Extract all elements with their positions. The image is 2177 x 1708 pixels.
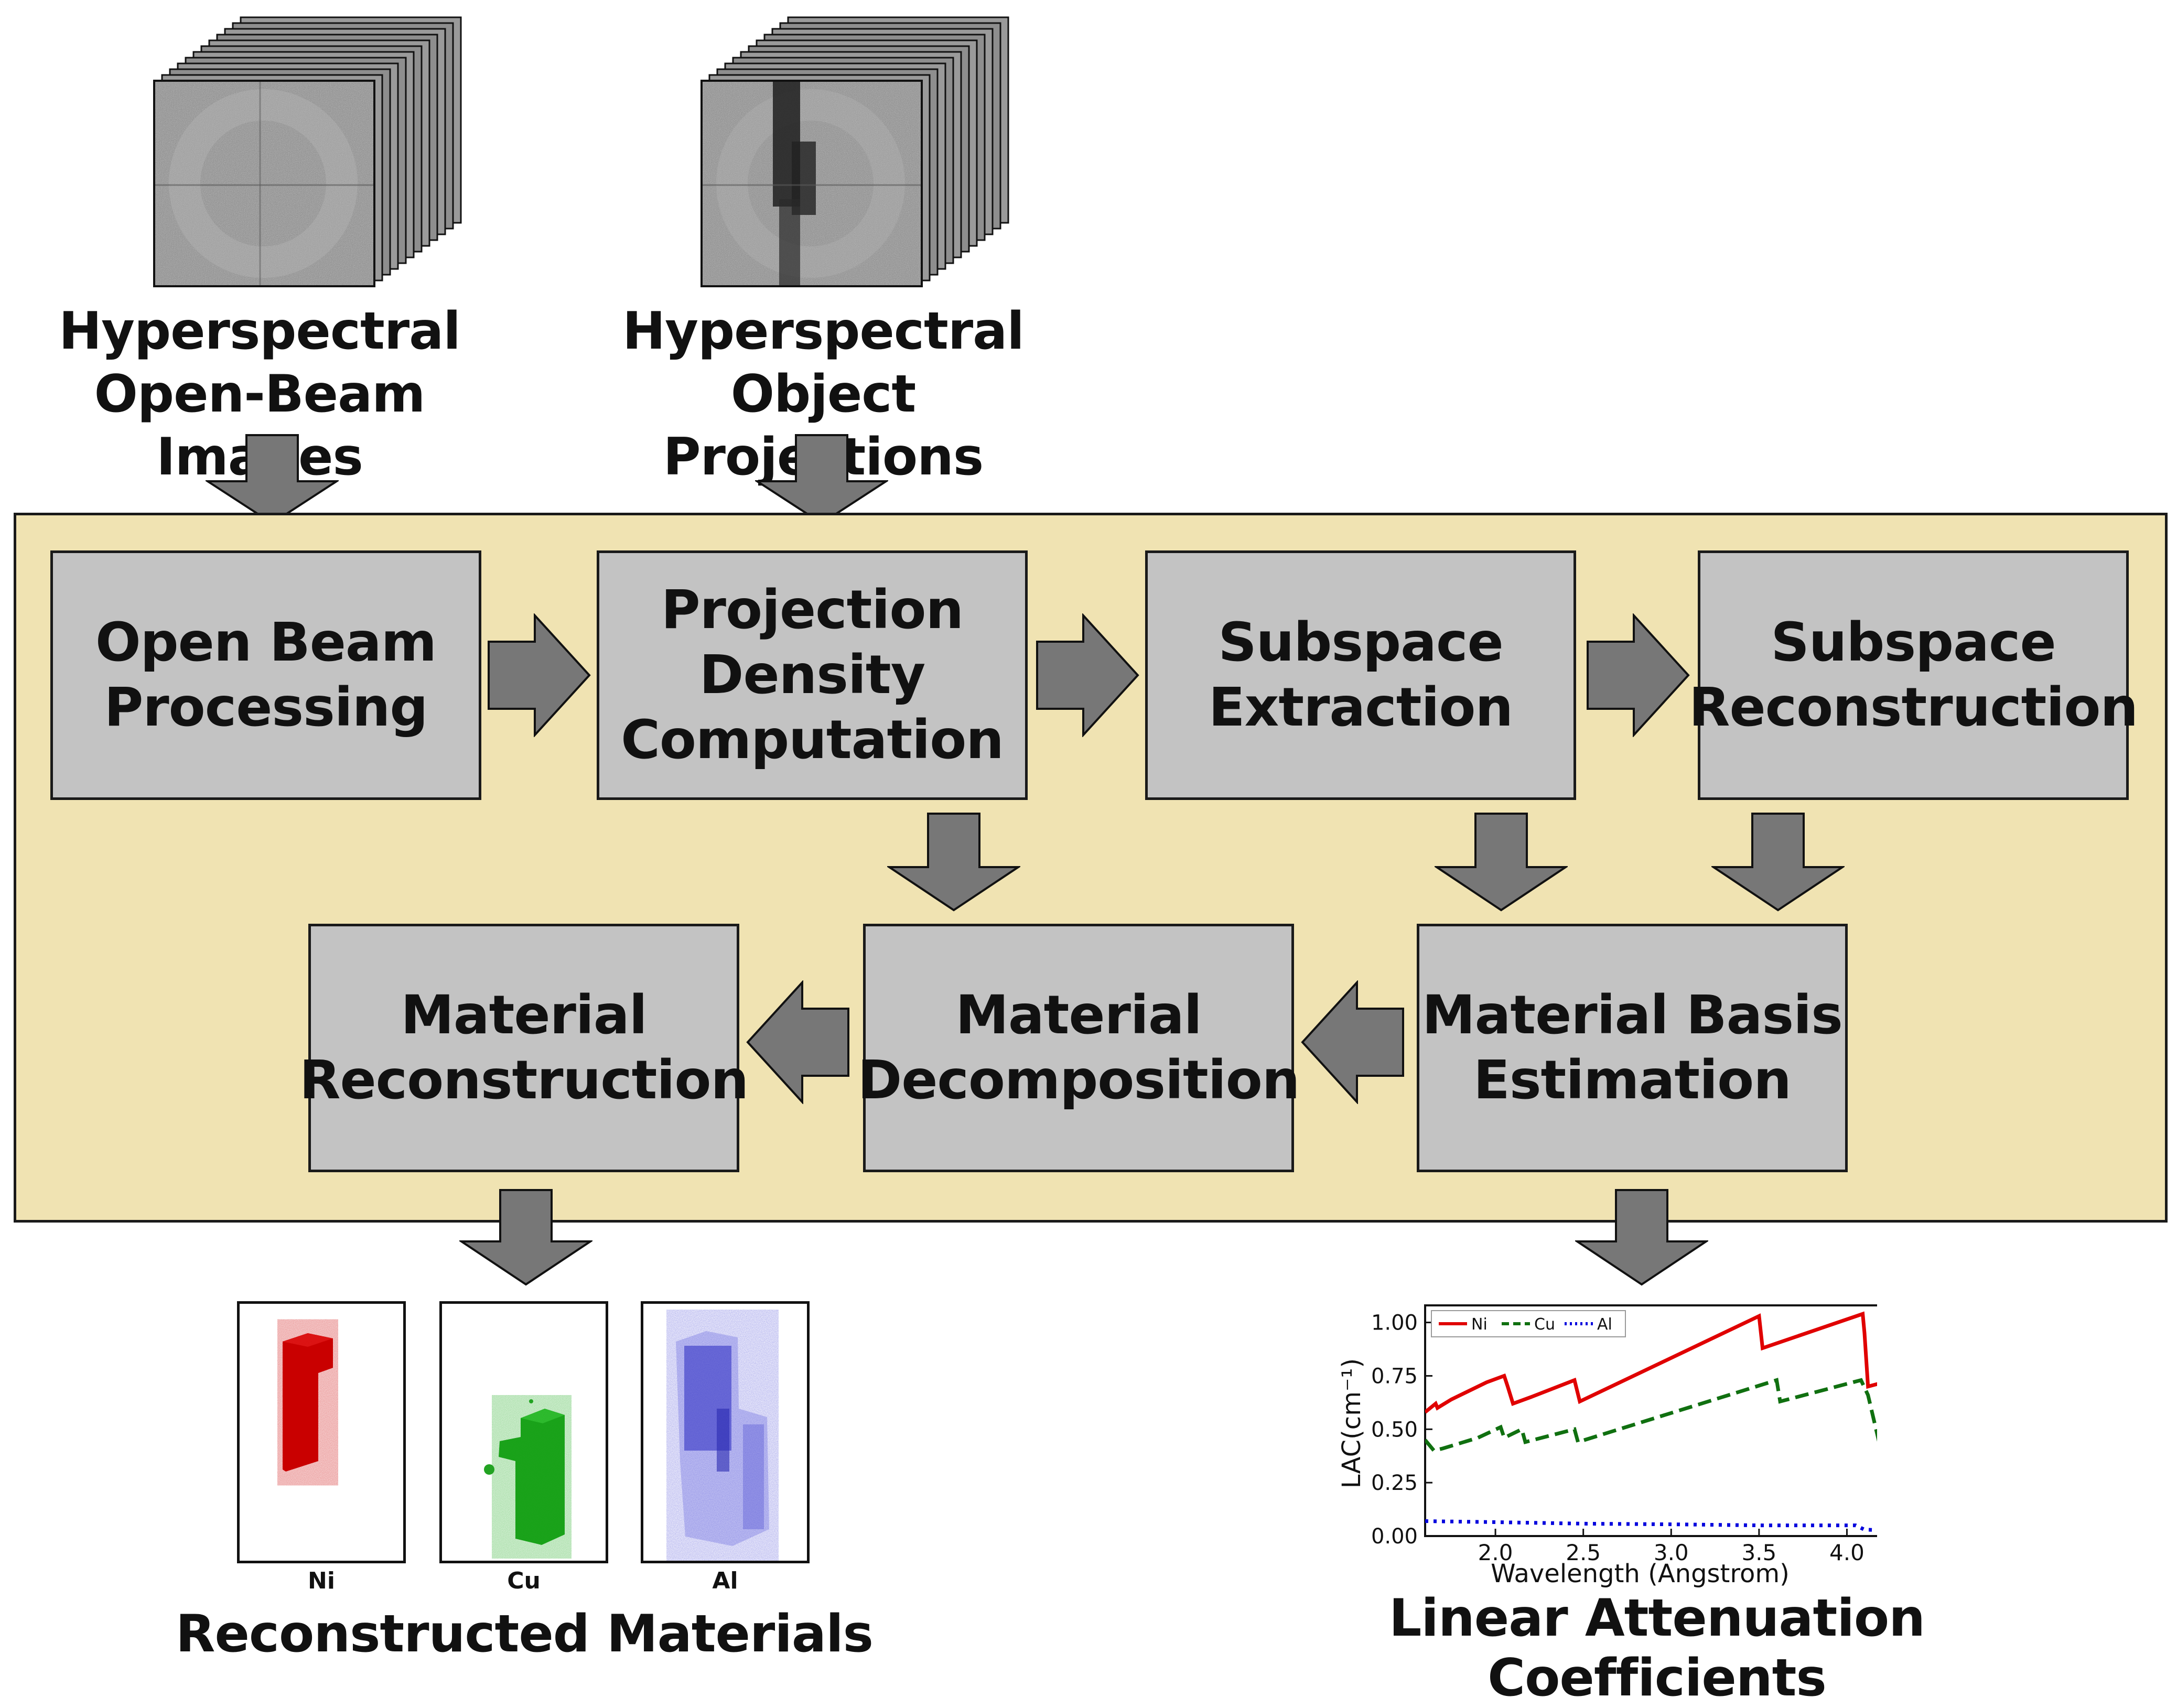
projection-density-box: Projection Density Computation [597,550,1028,800]
y-tick-label: 1.00 [1371,1311,1418,1335]
subspace-extraction-label: Subspace Extraction [1208,611,1513,739]
y-tick-label: 0.50 [1371,1418,1418,1442]
cu-volume-rendering [484,1399,565,1545]
reconstructed-materials-title: Reconstructed Materials [175,1604,874,1664]
series-line-al [1425,1519,1877,1532]
material-basis-estimation-box: Material Basis Estimation [1417,924,1848,1172]
subspace-reconstruction-label: Subspace Reconstruction [1688,611,2138,739]
open-beam-processing-box: Open Beam Processing [50,550,481,800]
arrow-down-to-materials-icon [459,1189,592,1286]
projection-density-label: Projection Density Computation [621,579,1004,771]
arrow-down-reconstruction-to-basis-icon [1711,813,1845,912]
material-label-ni: Ni [308,1568,335,1594]
x-tick-label: 3.0 [1654,1540,1689,1565]
legend-label-cu: Cu [1534,1315,1555,1334]
x-tick-label: 4.0 [1829,1540,1865,1565]
material-reconstruction-box: Material Reconstruction [299,924,749,1172]
legend-label-al: Al [1597,1315,1612,1334]
subspace-reconstruction-box: Subspace Reconstruction [1689,550,2138,800]
subspace-extraction-box: Subspace Extraction [1145,550,1576,800]
material-label-cu: Cu [507,1568,541,1594]
x-axis-label: Wavelength (Angstrom) [1491,1559,1790,1588]
y-tick-label: 0.25 [1371,1471,1418,1495]
arrow-right-1-icon [488,613,591,737]
arrow-right-2-icon [1036,613,1139,737]
lac-chart: LAC(cm⁻¹) 2.0 2.5 3.0 3.5 4.0 0.00 0.25 0.50 0.7… [1337,1304,1877,1588]
material-decomposition-label: Material Decomposition [857,984,1300,1111]
open-beam-image-stack [153,16,462,287]
material-reconstruction-label: Material Reconstruction [299,984,749,1111]
ni-volume-rendering [283,1333,333,1472]
arrow-down-projection-to-decomposition-icon [887,813,1020,912]
arrow-right-3-icon [1587,613,1690,737]
x-tick-label: 2.0 [1478,1540,1513,1565]
arrow-down-to-lac-icon [1575,1189,1708,1286]
y-axis-label: LAC(cm⁻¹) [1337,1358,1366,1489]
object-projection-image-stack [700,16,1009,287]
material-frame-al [641,1301,810,1563]
material-basis-estimation-label: Material Basis Estimation [1422,984,1843,1111]
series-line-ni [1425,1311,1877,1414]
al-volume-rendering [676,1331,769,1546]
x-tick-label: 2.5 [1566,1540,1601,1565]
series-line-cu [1425,1378,1877,1453]
open-beam-processing-label: Open Beam Processing [95,611,437,739]
x-tick-label: 3.5 [1741,1540,1776,1565]
material-frame-ni [237,1301,406,1563]
legend-label-ni: Ni [1471,1315,1488,1334]
arrow-down-extraction-to-basis-icon [1435,813,1568,912]
arrow-left-2-icon [746,980,849,1104]
material-frame-cu [439,1301,608,1563]
arrow-down-open-beam-icon [206,434,339,525]
y-tick-label: 0.75 [1371,1364,1418,1388]
arrow-left-1-icon [1301,980,1404,1104]
y-tick-label: 0.00 [1371,1525,1418,1549]
material-label-al: Al [712,1568,738,1594]
lac-title: Linear Attenuation Coefficients [1388,1588,1925,1708]
arrow-down-projections-icon [755,434,888,525]
material-decomposition-box: Material Decomposition [858,924,1300,1172]
